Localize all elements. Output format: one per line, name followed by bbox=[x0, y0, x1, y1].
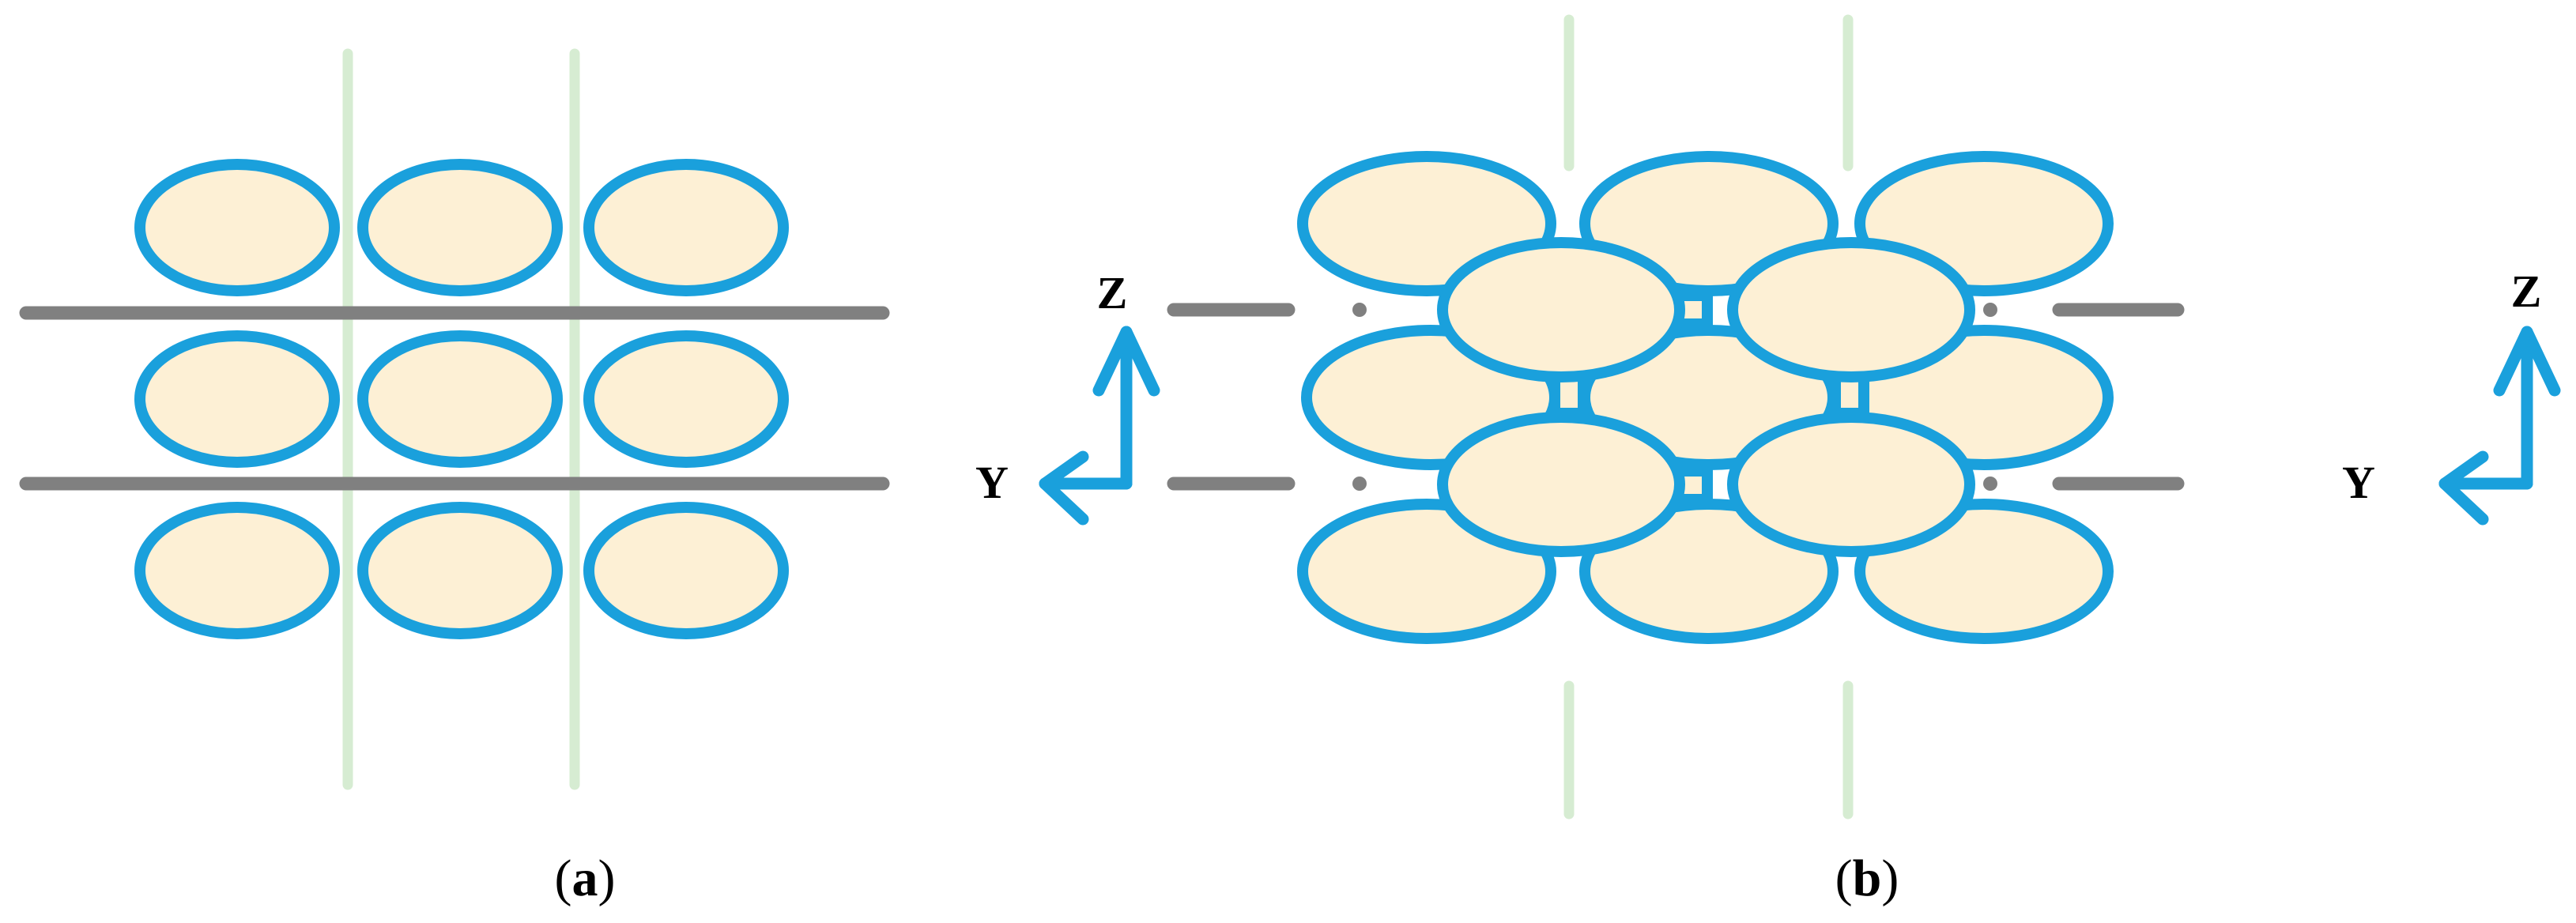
y-arrow-head bbox=[1039, 450, 1089, 526]
z-axis-label: Z bbox=[1097, 267, 1128, 318]
fiber-bundle bbox=[583, 502, 789, 639]
panel-caption-a: (a) bbox=[555, 850, 616, 907]
fiber-bundle bbox=[134, 159, 340, 296]
fiber-bundle-front bbox=[1727, 412, 1975, 557]
yarn-end-dot bbox=[1352, 477, 1367, 491]
fiber-bundle bbox=[134, 502, 340, 639]
yarn-end-dot bbox=[1983, 303, 1997, 317]
fiber-bundle bbox=[357, 502, 563, 639]
z-arrow-head bbox=[2493, 326, 2561, 397]
yarn-end-dot bbox=[1983, 477, 1997, 491]
y-axis-label: Y bbox=[2342, 457, 2375, 508]
panel-a: Z Y (a) bbox=[19, 48, 1160, 907]
fiber-bundle bbox=[357, 159, 563, 296]
axis-indicator: Z Y bbox=[975, 267, 1160, 526]
yarn-end-dot bbox=[1352, 303, 1367, 317]
y-arrow-head bbox=[2438, 450, 2489, 526]
fiber-bundle bbox=[357, 330, 563, 468]
y-axis-label: Y bbox=[975, 457, 1009, 508]
fiber-bundle-front bbox=[1727, 237, 1975, 382]
fiber-bundle bbox=[583, 159, 789, 296]
fiber-bundle bbox=[583, 330, 789, 468]
fiber-bundle bbox=[134, 330, 340, 468]
z-arrow-head bbox=[1092, 326, 1160, 397]
fiber-bundle-front bbox=[1437, 412, 1685, 557]
z-axis-label: Z bbox=[2511, 266, 2542, 317]
fiber-bundle-front bbox=[1437, 237, 1685, 382]
axis-indicator: Z Y bbox=[2342, 266, 2561, 526]
panel-b: Z Y (b) bbox=[1167, 14, 2561, 907]
panel-caption-b: (b) bbox=[1835, 850, 1899, 907]
